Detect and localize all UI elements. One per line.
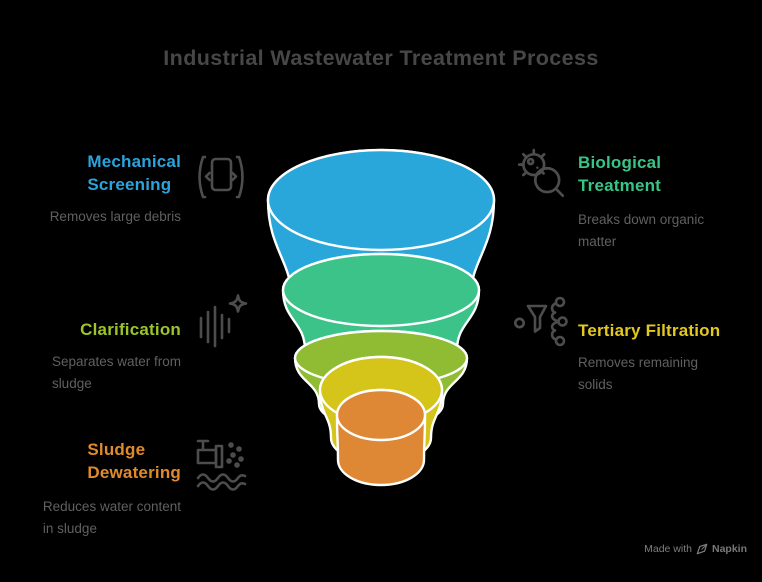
screening-icon	[193, 149, 249, 205]
stage-label-mechanical-screening: Mechanical Screening	[87, 152, 181, 194]
watermark-brand: Napkin	[711, 543, 747, 555]
stage-label-sludge-dewatering: Sludge Dewatering	[87, 440, 181, 482]
stage-description-tertiary-filtration: Removes remaining solids	[578, 355, 699, 392]
stage-description-sludge-dewatering: Reduces water content in sludge	[42, 499, 181, 536]
settling-bars-sparkle-icon	[191, 290, 249, 348]
funnel-branch-icon	[511, 292, 569, 350]
stage-label-biological-treatment: Biological Treatment	[578, 153, 662, 195]
watermark: Made with Napkin	[644, 543, 747, 555]
stage-label-clarification: Clarification	[80, 320, 181, 339]
page-title: Industrial Wastewater Treatment Process	[163, 46, 599, 70]
pipe-discharge-waves-icon	[193, 433, 251, 491]
stage-description-clarification: Separates water from sludge	[51, 354, 181, 391]
microbe-magnifier-icon	[512, 146, 570, 204]
stage-description-biological-treatment: Breaks down organic matter	[578, 212, 705, 249]
stage-description-mechanical-screening: Removes large debris	[49, 209, 181, 224]
stage-label-tertiary-filtration: Tertiary Filtration	[578, 321, 721, 340]
funnel-layer-sludge-dewatering	[335, 388, 427, 487]
napkin-logo-icon	[696, 543, 708, 555]
watermark-prefix: Made with	[644, 543, 692, 555]
